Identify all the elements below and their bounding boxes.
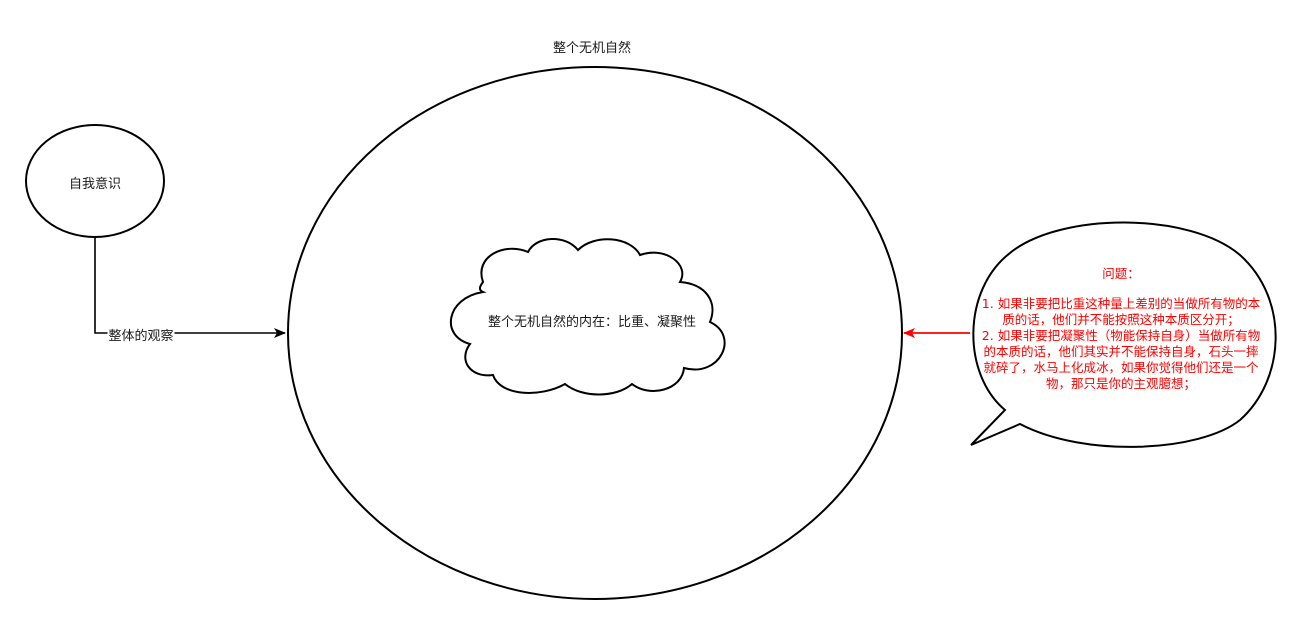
callout-line-2: 2. 如果非要把凝聚性（物能保持自身）当做所有物的本质的话，他们其实并不能保持自… [981,328,1261,391]
question-callout-bubble[interactable] [970,221,1277,448]
observation-edge-label: 整体的观察 [107,325,175,344]
inner-cloud-label: 整个无机自然的内在：比重、凝聚性 [487,315,697,330]
nature-title-label: 整个无机自然 [552,41,632,56]
observation-connector[interactable] [94,237,286,338]
question-callout-text: 问题： 1. 如果非要把比重这种量上差别的当做所有物的本质的话，他们并不能按照这… [980,266,1262,392]
self-awareness-label: 自我意识 [68,177,122,192]
callout-title: 问题： [1102,266,1140,281]
callout-line-1: 1. 如果非要把比重这种量上差别的当做所有物的本质的话，他们并不能按照这种本质区… [981,296,1261,327]
inner-cloud-shape[interactable] [449,237,726,396]
